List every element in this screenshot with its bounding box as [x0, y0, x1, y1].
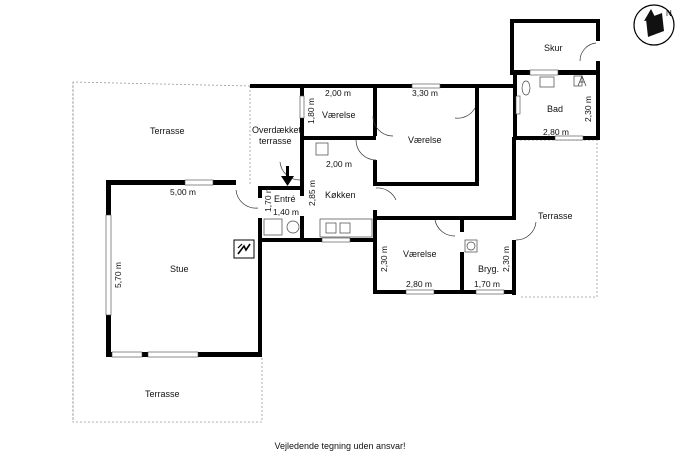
disclaimer: Vejledende tegning uden ansvar! — [274, 441, 405, 451]
room-vaerelse-small: Værelse — [322, 110, 356, 120]
room-terrasse-top-left: Terrasse — [150, 126, 185, 136]
room-overdaekket-line2: terrasse — [259, 136, 292, 146]
room-koekken: Køkken — [325, 190, 356, 200]
room-skur: Skur — [544, 43, 563, 53]
dim-285: 2,85 m — [307, 180, 317, 206]
room-bad: Bad — [547, 104, 563, 114]
dim-330: 3,30 m — [412, 88, 438, 98]
dim-140: 1,40 m — [273, 207, 299, 217]
dim-180: 1,80 m — [306, 98, 316, 124]
room-terrasse-bottom: Terrasse — [145, 389, 180, 399]
dim-230-bryg: 2,30 m — [501, 246, 511, 272]
dim-230-bad: 2,30 m — [583, 96, 593, 122]
room-overdaekket-line1: Overdækket — [252, 125, 302, 135]
fixtures — [263, 75, 583, 253]
dimension-labels: 2,00 m 3,30 m 1,80 m 2,00 m 5,00 m 2,85 … — [113, 88, 593, 289]
dim-280-vaer: 2,80 m — [406, 279, 432, 289]
entrance-arrow-icon — [281, 166, 294, 186]
room-stue: Stue — [170, 264, 189, 274]
dim-570: 5,70 m — [113, 262, 123, 288]
compass-label: N — [666, 9, 672, 18]
compass-icon: N — [633, 4, 675, 46]
room-vaerelse-large: Værelse — [408, 135, 442, 145]
room-entre: Entré — [274, 194, 296, 204]
dim-170-bryg: 1,70 m — [474, 279, 500, 289]
room-bryg: Bryg. — [478, 264, 499, 274]
dim-280-bad: 2,80 m — [543, 127, 569, 137]
windows — [105, 69, 584, 358]
dim-170-v: 1,70 m — [263, 186, 273, 212]
terrace-outlines — [72, 81, 598, 423]
dim-230-vaer: 2,30 m — [379, 246, 389, 272]
room-labels: Terrasse Overdækket terrasse Værelse Vær… — [145, 43, 573, 399]
fireplace-icon — [233, 239, 255, 259]
dim-500: 5,00 m — [170, 187, 196, 197]
dim-200-top: 2,00 m — [325, 88, 351, 98]
door-marker-icon — [577, 75, 587, 87]
dim-200-mid: 2,00 m — [326, 159, 352, 169]
room-terrasse-right: Terrasse — [538, 211, 573, 221]
room-vaerelse-bottom: Værelse — [403, 249, 437, 259]
